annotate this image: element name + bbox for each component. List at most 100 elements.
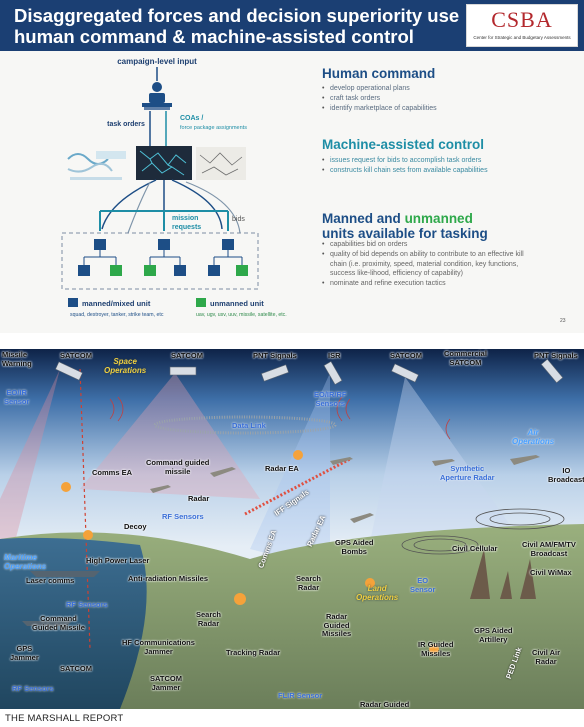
campaign-input-label: campaign-level input bbox=[117, 57, 197, 66]
explosions bbox=[61, 450, 439, 654]
machine-control-list: issues request for bids to accomplish ta… bbox=[322, 156, 527, 176]
network-box bbox=[136, 146, 192, 180]
label-missile-warning: Missile Warning bbox=[2, 350, 32, 368]
label-ir-guided-missiles: IR Guided Missiles bbox=[418, 640, 454, 658]
legend-unmanned-swatch bbox=[196, 298, 206, 307]
label-flir-sensor: FLIR Sensor bbox=[278, 691, 323, 700]
label-comms-ea: Comms EA bbox=[92, 468, 133, 477]
label-search-radar-2: Search Radar bbox=[196, 610, 222, 628]
legend-manned-examples: squad, destroyer, tanker, strike team, e… bbox=[70, 312, 164, 318]
slide-header: Disaggregated forces and decision superi… bbox=[0, 0, 584, 51]
force-package-label: force package assignments bbox=[180, 125, 247, 131]
slide-page-number: 23 bbox=[560, 318, 566, 324]
label-radar-guided-2: Radar Guided bbox=[360, 700, 410, 709]
battlespace-scene bbox=[0, 349, 584, 709]
label-command-guided-missile: Command guided missile bbox=[146, 458, 210, 476]
label-command-guided-missile-2: Command Guided Missile bbox=[32, 614, 85, 632]
units-title-line2: units available for tasking bbox=[322, 226, 488, 241]
label-maritime-operations: Maritime Operations bbox=[4, 553, 47, 571]
task-orders-label: task orders bbox=[107, 121, 145, 128]
terrain bbox=[0, 524, 584, 709]
label-civil-wimax: Civil WiMax bbox=[530, 568, 572, 577]
label-rf-sensors-3: RF Sensors bbox=[12, 684, 54, 693]
analytics-thumbnails bbox=[67, 151, 126, 180]
legend-unmanned-examples: uav, ugv, usv, uuv, missile, satellite, … bbox=[196, 312, 287, 318]
label-rf-sensors-2: RF Sensors bbox=[66, 600, 108, 609]
units-title-unmanned: unmanned bbox=[404, 211, 473, 226]
legend-manned-label: manned/mixed unit bbox=[82, 299, 151, 308]
label-commercial-satcom: Commercial SATCOM bbox=[444, 349, 487, 367]
label-radar-guided-missiles: Radar Guided Missiles bbox=[322, 612, 352, 638]
label-search-radar-1: Search Radar bbox=[296, 574, 322, 592]
satellites bbox=[55, 358, 564, 385]
ships bbox=[22, 571, 100, 626]
label-eo-ir-sensor: EO/IR Sensor bbox=[4, 388, 30, 406]
aircraft bbox=[150, 455, 540, 523]
list-item: capabilities bid on orders bbox=[322, 240, 527, 250]
red-beam-center bbox=[80, 373, 260, 499]
slide: Disaggregated forces and decision superi… bbox=[0, 0, 584, 333]
coas-label: COAs / bbox=[180, 115, 203, 122]
list-item: nominate and refine execution tactics bbox=[322, 279, 527, 289]
footer: THE MARSHALL REPORT bbox=[0, 709, 584, 727]
list-item: constructs kill chain sets from availabl… bbox=[322, 166, 527, 176]
label-rf-sensors-1: RF Sensors bbox=[162, 512, 204, 521]
label-anti-radiation-missiles: Anti-radiation Missiles bbox=[128, 574, 209, 583]
order-arrow-right bbox=[171, 179, 223, 230]
units-pool bbox=[61, 232, 259, 290]
broadcast-rings bbox=[401, 508, 565, 555]
order-arrow-left bbox=[101, 179, 157, 230]
slide-title-line1: Disaggregated forces and decision superi… bbox=[14, 5, 460, 26]
csba-logo: CSBA Center for Strategic and Budgetary … bbox=[466, 4, 578, 47]
list-item: identify marketplace of capabilities bbox=[322, 104, 527, 114]
slide-title: Disaggregated forces and decision superi… bbox=[14, 5, 464, 47]
label-space-operations: Space Operations bbox=[104, 357, 147, 375]
label-land-operations: Land Operations bbox=[356, 584, 399, 602]
bids-label: bids bbox=[232, 216, 245, 223]
label-high-power-laser: High Power Laser bbox=[86, 556, 150, 565]
label-io-broadcast: IO Broadcast bbox=[548, 466, 584, 484]
label-synthetic-aperture-radar: Synthetic Aperture Radar bbox=[440, 464, 495, 482]
data-link-ring bbox=[153, 415, 337, 435]
radar-arcs bbox=[109, 396, 451, 440]
human-command-title: Human command bbox=[322, 66, 436, 81]
slide-title-line2: human command & machine-assisted control bbox=[14, 26, 414, 47]
label-eo-ir-rf-sensors: EO/IR/RF Sensors bbox=[314, 390, 347, 408]
label-air-operations: Air Operations bbox=[512, 428, 555, 446]
mission-requests-label-2: requests bbox=[172, 224, 201, 231]
label-satcom-3: SATCOM bbox=[390, 351, 422, 360]
label-satcom-jammer: SATCOM Jammer bbox=[150, 674, 182, 692]
mission-requests-label-1: mission bbox=[172, 215, 198, 222]
list-item: quality of bid depends on ability to con… bbox=[322, 250, 527, 279]
legend-manned-swatch bbox=[68, 298, 78, 307]
label-pnt-signals-1: PNT Signals bbox=[253, 351, 297, 360]
label-civil-cellular: Civil Cellular bbox=[452, 544, 498, 553]
label-radar: Radar bbox=[188, 494, 210, 503]
label-radar-ea-1: Radar EA bbox=[265, 464, 299, 473]
label-eo-sensor: EO Sensor bbox=[410, 576, 436, 594]
csba-logo-subtitle: Center for Strategic and Budgetary Asses… bbox=[473, 35, 571, 40]
label-isr: ISR bbox=[328, 351, 341, 360]
label-pnt-signals-2: PNT Signals bbox=[534, 351, 578, 360]
label-data-link: Data Link bbox=[232, 421, 266, 430]
list-item: issues request for bids to accomplish ta… bbox=[322, 156, 527, 166]
machine-control-title: Machine-assisted control bbox=[322, 137, 485, 152]
label-hf-comms-jammer: HF Communications Jammer bbox=[122, 638, 195, 656]
bid-arrow-right bbox=[185, 181, 241, 234]
label-decoy: Decoy bbox=[124, 522, 147, 531]
sea bbox=[0, 537, 147, 709]
commander-icon bbox=[142, 82, 172, 110]
csba-logo-text: CSBA bbox=[491, 7, 553, 32]
label-satcom-4: SATCOM bbox=[60, 664, 92, 673]
legend-unmanned-label: unmanned unit bbox=[210, 299, 264, 308]
satcom-link bbox=[79, 368, 91, 650]
label-civil-air-radar: Civil Air Radar bbox=[532, 648, 561, 666]
units-list: capabilities bid on orders quality of bi… bbox=[322, 240, 527, 289]
human-command-list: develop operational plans craft task ord… bbox=[322, 84, 527, 113]
label-tracking-radar: Tracking Radar bbox=[226, 648, 281, 657]
blue-beam bbox=[250, 373, 330, 569]
label-gps-aided-bombs: GPS Aided Bombs bbox=[335, 538, 374, 556]
unit-tree bbox=[78, 239, 248, 276]
units-title: Manned and unmanned bbox=[322, 211, 473, 226]
label-satcom-1: SATCOM bbox=[60, 351, 92, 360]
